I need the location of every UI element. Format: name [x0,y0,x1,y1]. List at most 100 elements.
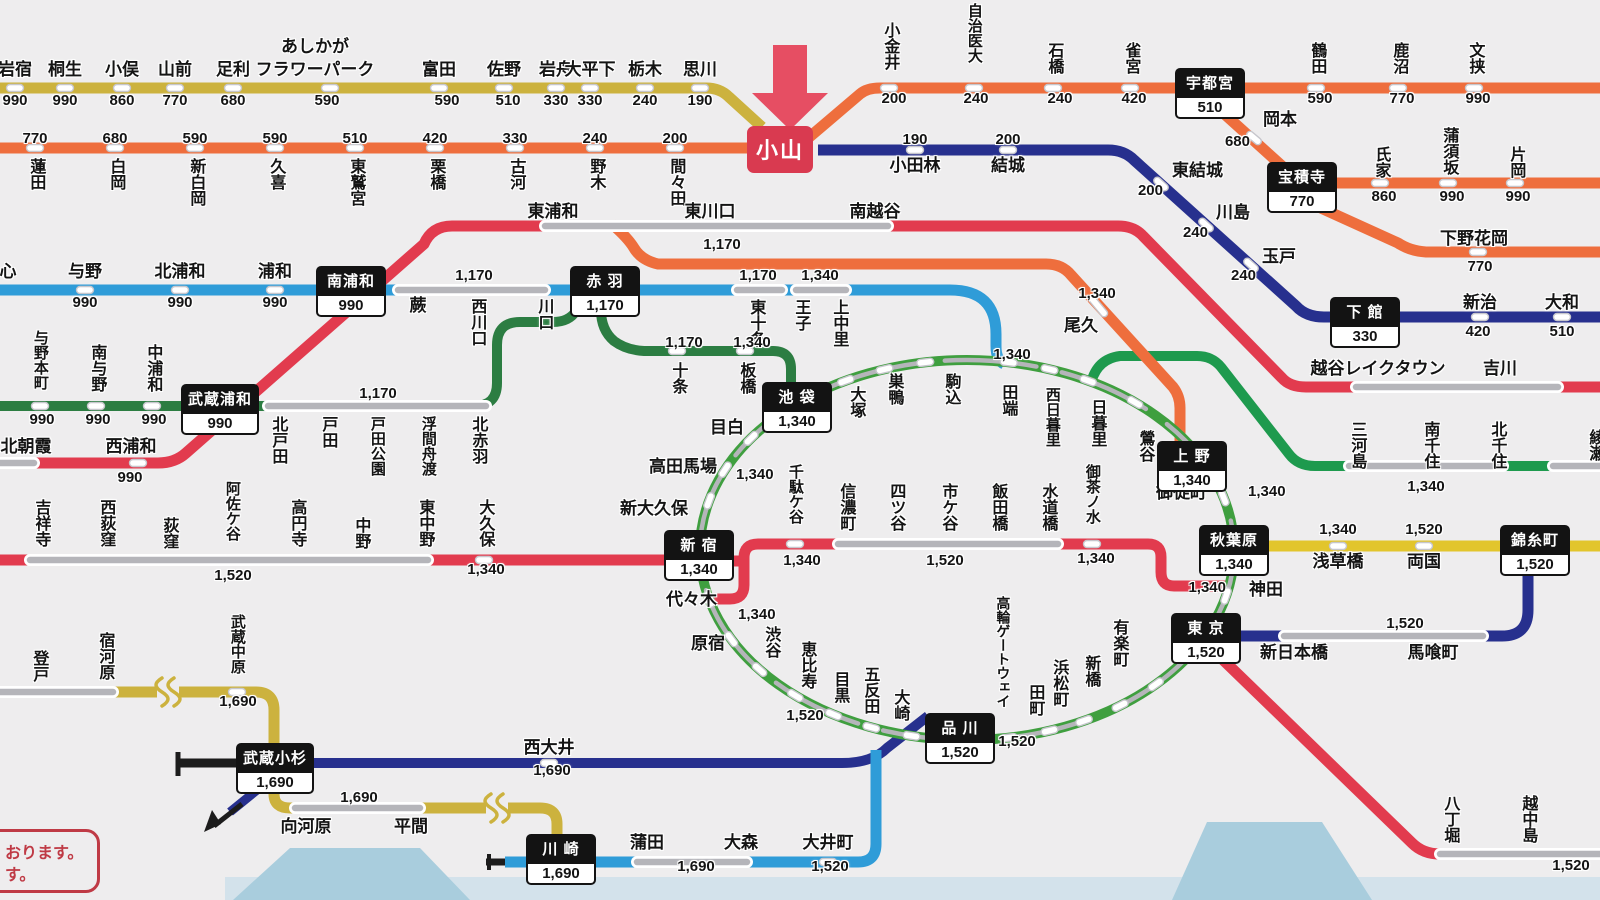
station-marker [546,83,566,93]
station-box-name: 新 宿 [680,537,718,554]
station-label: 田町 [1026,684,1044,716]
station-label: 渋谷 [762,626,780,658]
station-box-fare: 990 [183,412,257,433]
station-label: 東十条 [747,299,765,347]
station-label: 王子 [792,299,810,331]
station-label: 鶯谷 [1136,430,1154,462]
station-label: 西川口 [468,298,486,346]
station-marker [265,143,285,153]
station-label: 信濃町 [837,483,855,531]
station-label: 岩舟 [539,60,573,80]
station-label: 玉戸 [1262,247,1296,267]
station-marker [105,143,125,153]
station-label: 大久保 [476,499,494,547]
station-marker [5,83,25,93]
fare-label: 1,340 [1319,521,1357,539]
station-label: 十条 [669,362,687,394]
fare-label: 1,340 [1077,550,1115,568]
station-box-fare: 1,340 [1159,469,1225,490]
station-label: 桐生 [48,60,82,80]
station-label: 向河原 [280,817,332,837]
fare-label: 1,340 [801,267,839,285]
station-label: 足利 [216,60,250,80]
station-box-name: 武蔵浦和 [187,391,252,408]
fare-label: 200 [995,131,1021,149]
station-marker [1552,312,1572,322]
station-marker [724,630,739,648]
station-label: 飯田橋 [989,483,1007,531]
line-break-wave [495,792,511,824]
rail-line [246,712,932,768]
station-marker [916,357,935,368]
station-label: 阿佐ケ谷 [223,481,241,541]
station-label: 西浦和 [105,437,157,457]
station-marker [1470,312,1490,322]
fare-label: 1,520 [811,858,849,876]
fare-label: 200 [662,130,688,148]
station-label: 馬喰町 [1407,643,1459,663]
station-label: 岩宿 [0,60,32,80]
station-label: 下野花岡 [1440,229,1508,249]
station-marker [539,758,559,768]
station-marker [1111,699,1129,713]
station-box-name: 東 京 [1187,620,1225,637]
station-marker [128,458,148,468]
fare-label: 1,340 [993,346,1031,364]
station-label: 新白岡 [187,158,205,206]
station-marker [505,143,525,153]
station-marker [1087,294,1109,318]
fare-label: 590 [262,130,288,148]
station-label: 蒲須坂 [1440,127,1458,175]
station-marker [1505,178,1525,188]
station-label: 越谷レイクタウン [1310,359,1446,379]
fare-label: 590 [434,92,460,110]
station-label: 吉祥寺 [32,499,50,547]
station-marker [998,145,1018,155]
station-marker [743,430,759,447]
fare-label: 990 [141,411,167,429]
station-marker [580,83,600,93]
fare-label: 1,520 [786,707,824,725]
fare-label: 990 [1439,188,1465,206]
fare-label: 1,520 [1386,615,1424,633]
station-label: 片岡 [1507,146,1525,178]
fare-label: 990 [72,294,98,312]
station-label: 高輪ゲートウェイ [995,596,1012,708]
station-marker [786,688,804,703]
station-box-name: 池 袋 [778,389,816,406]
fare-label: 330 [577,92,603,110]
fare-label: 770 [1389,90,1415,108]
station-label: 大崎 [891,689,909,721]
fare-label: 330 [502,130,528,148]
station-marker [55,83,75,93]
station-marker [425,143,445,153]
line-break-wave [154,676,170,708]
station-label: 水道橋 [1039,483,1057,531]
fare-label: 190 [902,131,928,149]
station-label: 久喜 [267,158,285,190]
station-label: 小俣 [105,60,139,80]
station-marker [1040,725,1059,737]
station-label: 武蔵中原 [228,614,246,674]
station-label: 尾久 [1064,316,1098,336]
station-label: 板橋 [737,362,755,394]
station-label: 登戸 [30,650,48,682]
station-label: 四ツ谷 [887,483,905,531]
station-label: 平間 [394,817,428,837]
station-box-fare: 1,340 [666,558,732,579]
fare-label: 510 [342,130,368,148]
station-label: 浮間舟渡 [419,416,437,476]
fare-label: 1,340 [783,552,821,570]
station-marker [665,143,685,153]
station-label: 荻窪 [160,517,178,549]
station-marker [1243,257,1259,273]
rail-line [1238,569,1534,642]
fare-label: 1,340 [738,606,776,624]
fare-label: 1,690 [219,693,257,711]
station-marker [1438,178,1458,188]
fare-label: 680 [102,130,128,148]
